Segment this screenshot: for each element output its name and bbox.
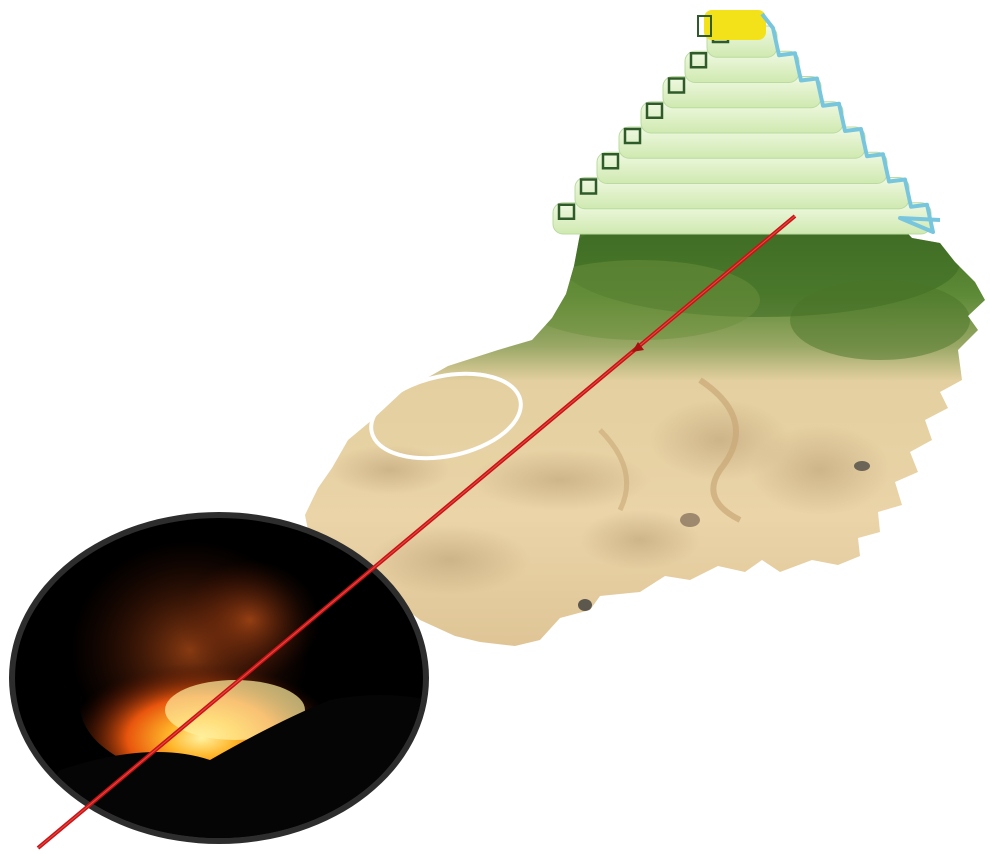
fire-photo-lens — [0, 512, 430, 850]
satellite-map — [305, 207, 985, 646]
stepped-pyramid — [553, 10, 940, 234]
pyramid-top-cap — [704, 10, 766, 40]
